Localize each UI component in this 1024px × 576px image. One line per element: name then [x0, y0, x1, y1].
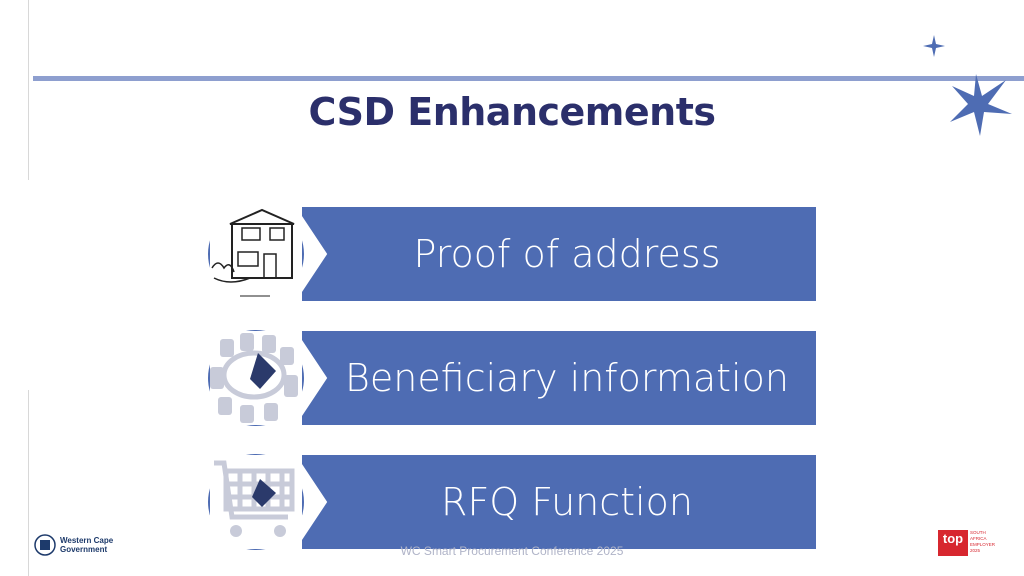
item-label-proof-of-address: Proof of address: [413, 232, 721, 276]
top-employer-mark: top: [938, 530, 968, 556]
meeting-table-icon: [210, 331, 302, 425]
logo-text-line1: Western Cape: [60, 536, 114, 545]
item-label-beneficiary-information: Beneficiary information: [345, 356, 789, 400]
top-employer-subtext: SOUTH AFRICA EMPLOYER 2025: [970, 530, 1002, 556]
left-margin-line: [28, 0, 29, 180]
house-icon: [210, 206, 302, 302]
top-employer-logo: top SOUTH AFRICA EMPLOYER 2025: [938, 530, 1002, 556]
footer-conference-text: WC Smart Procurement Conference 2025: [400, 544, 624, 558]
page-title: CSD Enhancements: [308, 90, 717, 134]
shopping-cart-icon: [210, 455, 302, 549]
top-employer-sub-line3: EMPLOYER: [970, 542, 996, 547]
coat-of-arms-icon: [34, 534, 56, 556]
top-employer-sub-line4: 2025: [970, 548, 981, 553]
top-employer-sub-line1: SOUTH: [970, 530, 986, 535]
logo-text-line2: Government: [60, 545, 108, 554]
left-margin-line-lower: [28, 390, 29, 576]
title-divider-bar: [33, 76, 1024, 81]
top-employer-sub-line2: AFRICA: [970, 536, 987, 541]
star-icon: [950, 74, 1012, 136]
item-label-rfq-function: RFQ Function: [441, 480, 693, 524]
item-banner-proof-of-address: [296, 207, 816, 301]
sparkle-icon: [923, 35, 945, 57]
crescent-icon: [24, 31, 30, 43]
western-cape-government-logo: Western Cape Government: [34, 534, 120, 556]
item-banner-rfq-function: [296, 455, 816, 549]
item-banner-beneficiary-information: [296, 331, 816, 425]
